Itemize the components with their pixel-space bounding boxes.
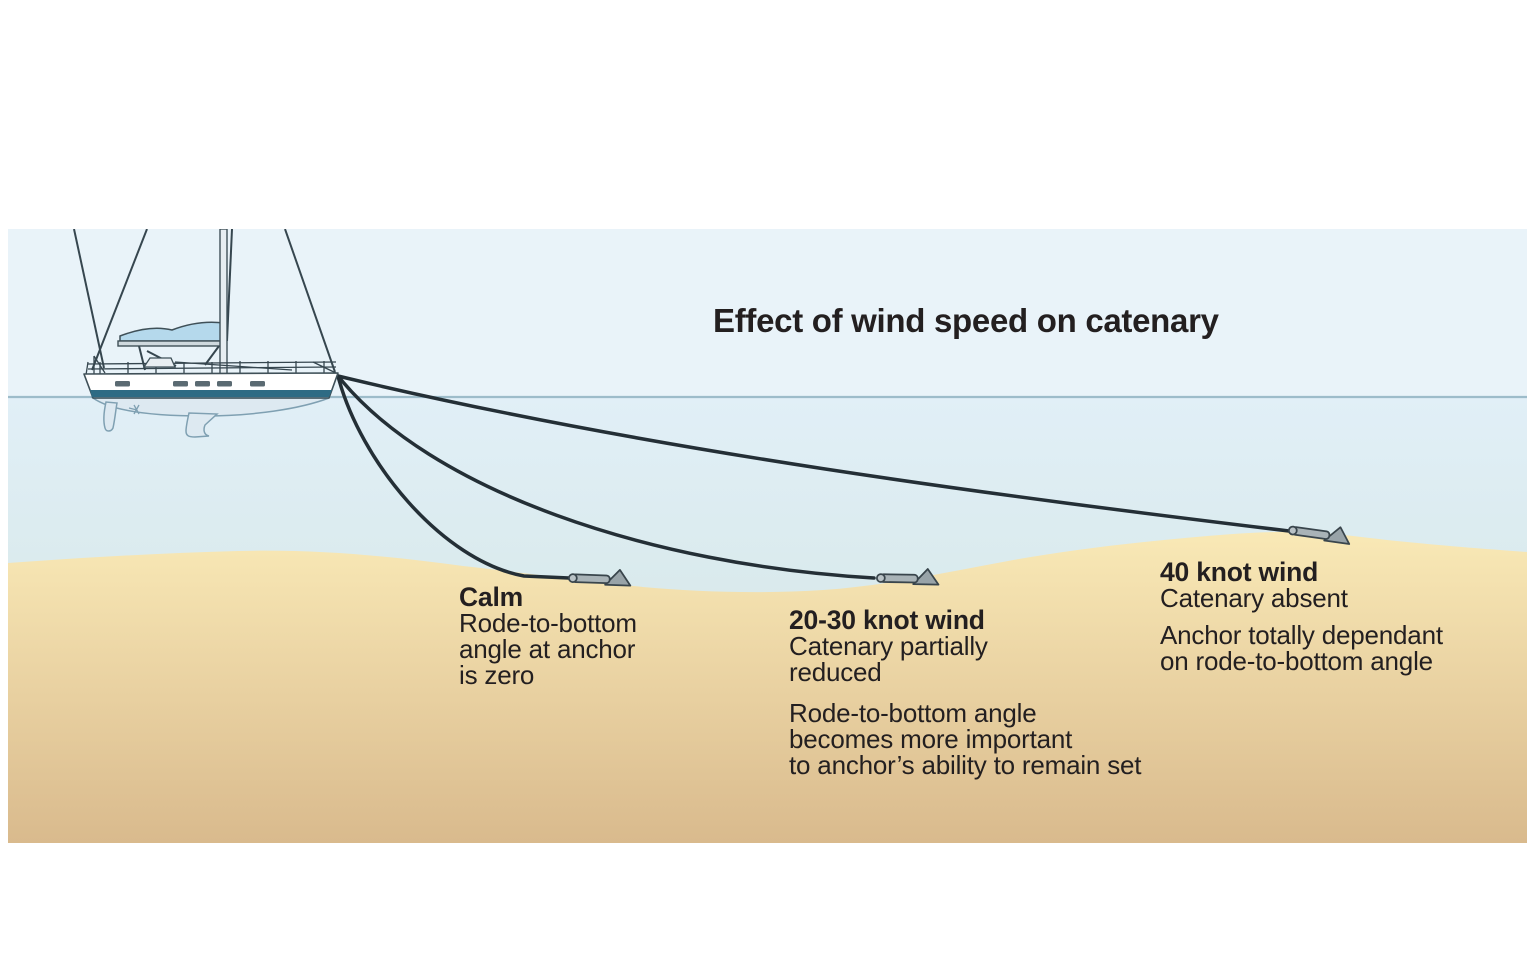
rode-lines <box>336 374 1291 580</box>
bow-pulpit <box>312 361 339 375</box>
sky <box>8 229 1527 397</box>
label-40-knot: 40 knot wind Catenary absent Anchor tota… <box>1160 559 1443 674</box>
label-40-knot-text-2: Anchor totally dependant on rode-to-bott… <box>1160 620 1443 676</box>
stern-pulpit <box>85 361 89 376</box>
rode-line-40-knot <box>336 374 1291 533</box>
label-40-knot-text-1: Catenary absent <box>1160 583 1348 613</box>
sailboat-illustration <box>73 229 339 438</box>
diagram-title: Effect of wind speed on catenary <box>713 302 1219 339</box>
mast <box>219 229 228 375</box>
rode-line-calm <box>336 374 571 580</box>
propeller-icon <box>128 404 140 415</box>
label-calm-heading: Calm <box>459 582 524 612</box>
rudder <box>103 401 118 432</box>
label-20-30-knot: 20-30 knot wind Catenary partially reduc… <box>789 607 1141 778</box>
backstay-inner <box>73 229 105 369</box>
furled-mainsail <box>119 321 225 342</box>
seabed-sand <box>8 531 1527 843</box>
label-20-30-knot-text-2: Rode-to-bottom angle becomes more import… <box>789 698 1142 780</box>
keel <box>185 412 219 438</box>
backstay <box>91 229 148 371</box>
scene-graphic <box>8 229 1527 843</box>
sprayhood <box>142 357 177 368</box>
coachroof-line <box>174 361 293 371</box>
anchoring-scene <box>8 229 1527 843</box>
label-calm: Calm Rode-to-bottom angle at anchor is z… <box>459 584 637 688</box>
hull-waterline-stripe <box>90 390 332 398</box>
label-20-30-knot-text-1: Catenary partially reduced <box>789 631 988 687</box>
label-20-30-knot-heading: 20-30 knot wind <box>789 605 985 635</box>
boom <box>117 340 227 347</box>
portholes <box>115 381 265 387</box>
boom-vang <box>204 345 220 366</box>
forestay <box>284 229 336 373</box>
rode-line-20-30-knot <box>336 374 876 580</box>
label-calm-text: Rode-to-bottom angle at anchor is zero <box>459 608 637 690</box>
label-40-knot-heading: 40 knot wind <box>1160 557 1319 587</box>
halyard <box>226 229 233 342</box>
